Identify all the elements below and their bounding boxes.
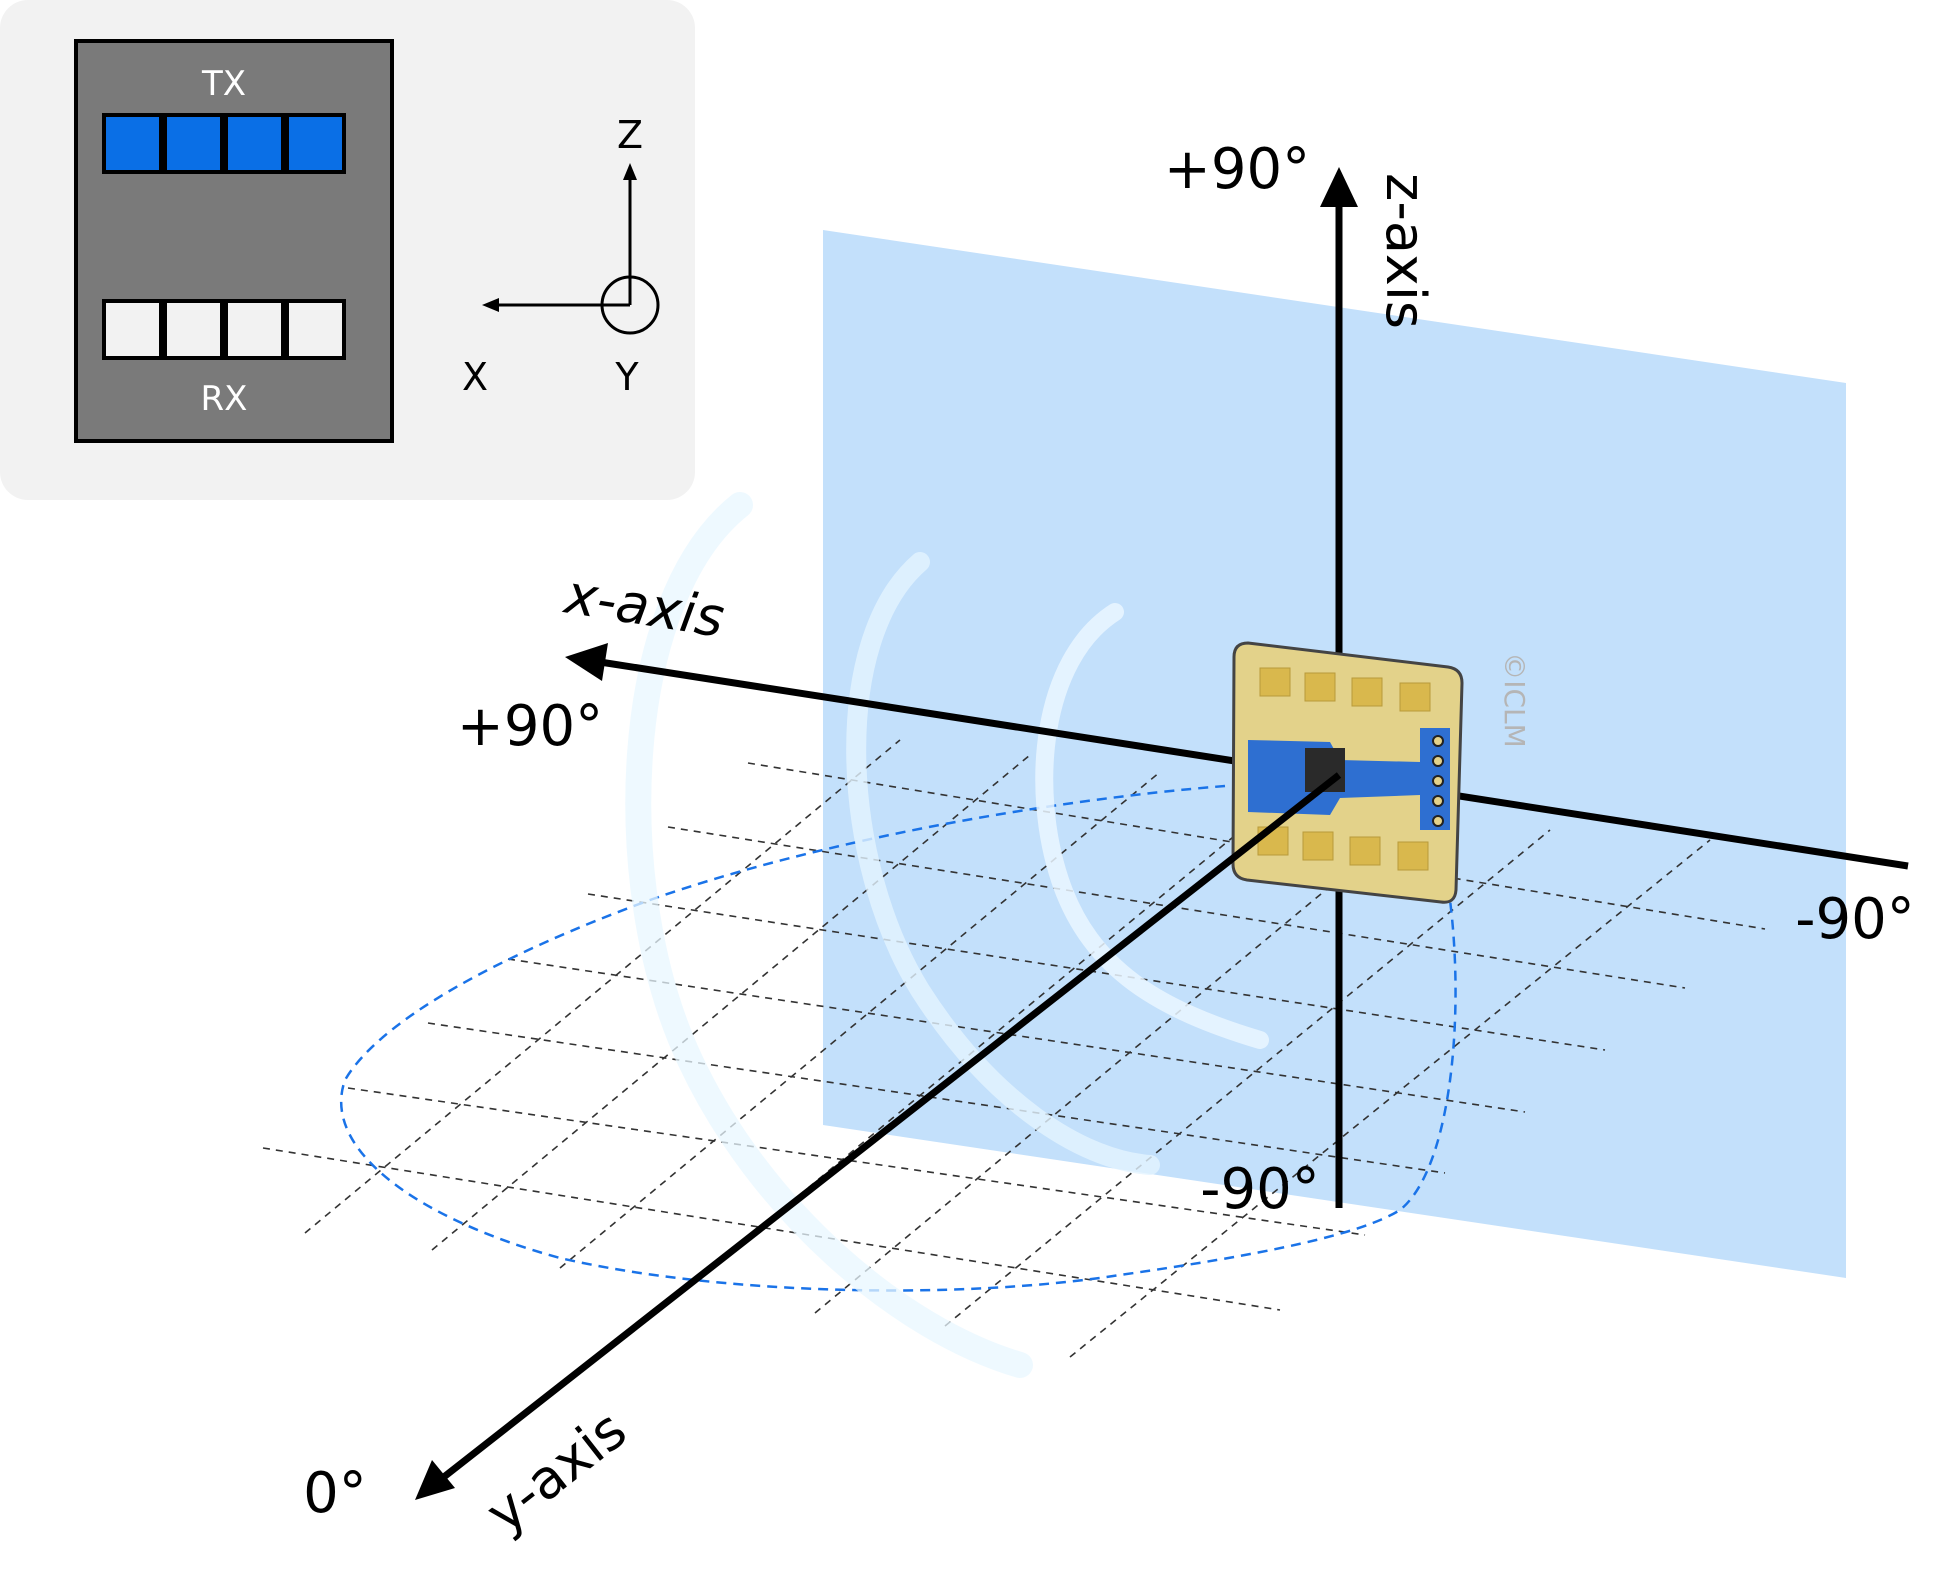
sensor-pins <box>1432 735 1444 827</box>
grid-line <box>427 1022 1446 1174</box>
sensor-patch <box>1399 682 1431 712</box>
tx-label: TX <box>201 64 246 104</box>
rx-label: RX <box>201 379 248 419</box>
grid-line <box>747 762 1766 930</box>
mini-x-arrowhead <box>482 298 499 312</box>
sensor-pin <box>1432 795 1444 807</box>
y-axis-line <box>437 772 1342 1483</box>
grid-line <box>507 958 1526 1113</box>
sensor-pin <box>1432 735 1444 747</box>
mini-x-label: X <box>462 355 488 399</box>
wavefront-middle <box>846 552 1160 1175</box>
inset-panel: TX RX Z X Y <box>0 0 695 500</box>
sensor-pin <box>1432 815 1444 827</box>
tx-patch <box>224 113 285 174</box>
antenna-board <box>74 39 394 443</box>
y-axis-name: y-axis <box>474 1398 638 1545</box>
rx-antenna-array <box>102 299 346 360</box>
watermark: ©ICLM <box>1498 652 1531 748</box>
grid-line <box>814 811 1421 1314</box>
sensor-patch <box>1259 667 1291 697</box>
sensor-patches <box>1257 667 1431 871</box>
rx-patch <box>224 299 285 360</box>
sensor-patch <box>1349 836 1381 866</box>
mini-z-label: Z <box>617 113 643 157</box>
sensor-patch <box>1351 677 1383 707</box>
wavefront-outer <box>625 492 1033 1378</box>
x-axis-name: x-axis <box>559 562 729 650</box>
tx-patch <box>285 113 346 174</box>
y-axis-zero-label: 0° <box>303 1461 367 1526</box>
x-axis-arrowhead <box>565 643 608 681</box>
sensor-patch <box>1304 672 1336 702</box>
mini-y-label: Y <box>614 355 639 399</box>
x-axis-negative-label: -90° <box>1795 887 1914 952</box>
sensor-patch <box>1397 841 1429 871</box>
wavefront-inner <box>1035 603 1269 1049</box>
rx-patch <box>102 299 163 360</box>
grid-line <box>667 826 1686 989</box>
grid-line <box>262 1147 1281 1311</box>
mini-z-arrowhead <box>623 163 637 180</box>
wavefronts <box>625 492 1269 1378</box>
sensor-pin <box>1432 775 1444 787</box>
radar-sensor-module <box>1231 641 1464 904</box>
tx-patch <box>163 113 224 174</box>
tx-antenna-array <box>102 113 346 174</box>
radiation-pattern <box>339 784 1457 1292</box>
rx-patch <box>285 299 346 360</box>
grid-line <box>587 893 1606 1051</box>
x-axis-positive-label: +90° <box>457 694 603 759</box>
z-axis-name: z-axis <box>1374 173 1437 329</box>
sensor-patch <box>1302 831 1334 861</box>
z-axis-negative-label: -90° <box>1200 1157 1319 1222</box>
sensor-pin <box>1432 755 1444 767</box>
tx-patch <box>102 113 163 174</box>
y-axis-arrowhead <box>415 1460 455 1500</box>
mini-y-axis-out-of-page <box>600 275 660 335</box>
grid-line <box>304 739 901 1234</box>
z-axis-positive-label: +90° <box>1164 137 1310 202</box>
grid-line <box>944 829 1551 1327</box>
z-axis-arrowhead <box>1320 167 1358 207</box>
grid-line <box>347 1087 1366 1236</box>
rx-patch <box>163 299 224 360</box>
mini-coordinate-system: Z X Y <box>462 113 660 399</box>
